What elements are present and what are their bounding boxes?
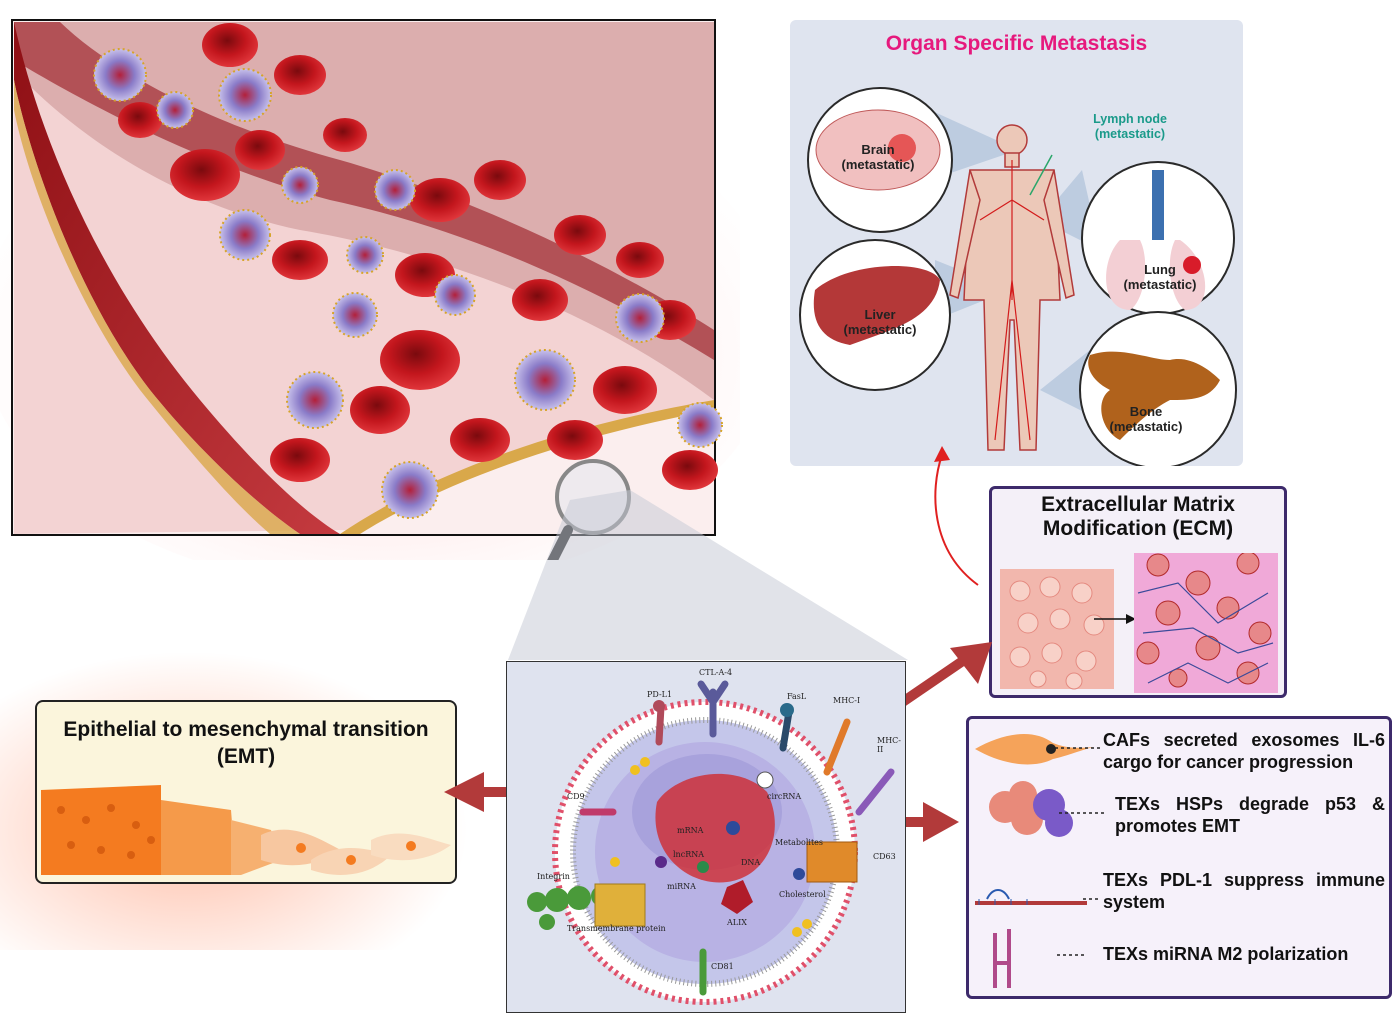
ecm-panel: Extracellular Matrix Modification (ECM): [989, 486, 1287, 698]
label-cholesterol: Cholesterol: [779, 890, 826, 899]
effect-item-caf: CAFs secreted exosomes IL-6 cargo for ca…: [1103, 730, 1385, 772]
effect-item-mirna: TEXs miRNA M2 polarization: [1103, 944, 1349, 964]
exosome-structure: [527, 680, 895, 1005]
exosome-detail-panel: CTL-A-4 PD-L1 FasL MHC-I MHC-II CD9 circ…: [506, 661, 906, 1013]
label-mhc2: MHC-II: [877, 736, 901, 754]
blood-vessel-illustration: [0, 19, 780, 630]
label-mirna: miRNA: [667, 882, 696, 891]
ecm-title: Extracellular Matrix Modification (ECM): [1041, 493, 1235, 540]
exosomes: [93, 48, 723, 519]
label-liver: Liver (metastatic): [843, 307, 917, 337]
label-integrin: Integrin: [537, 872, 570, 881]
effect-item-hsp: TEXs HSPs degrade p53 & promotes EMT: [1115, 794, 1385, 836]
label-transmembrane: Transmembrane protein: [567, 924, 666, 933]
label-lymph-node: Lymph node (metastatic): [1093, 112, 1167, 141]
label-mhc1: MHC-I: [833, 696, 861, 705]
label-lncrna: lncRNA: [673, 850, 704, 859]
label-bone: Bone (metastatic): [1109, 404, 1183, 434]
hsp-protein-icon: [989, 781, 1073, 837]
zoom-wedge: [508, 490, 908, 660]
effects-icons: [975, 734, 1093, 988]
effect-item-pdl1: TEXs PDL-1 suppress immune system: [1103, 870, 1385, 912]
blood-vessel-panel: [0, 0, 780, 630]
label-brain: Brain (metastatic): [841, 142, 915, 172]
label-lung: Lung (metastatic): [1123, 262, 1197, 292]
effects-dotted-leaders: [1055, 747, 1107, 956]
label-dna: DNA: [741, 858, 761, 867]
label-cd81: CD81: [711, 962, 734, 971]
label-circrna: circRNA: [767, 792, 802, 801]
curved-arrow-ecm-to-metastasis: [934, 446, 979, 586]
label-alix: ALIX: [727, 918, 747, 927]
effects-panel: CAFs secreted exosomes IL-6 cargo for ca…: [966, 716, 1392, 999]
pdl1-strand-icon: [975, 889, 1087, 905]
label-metabolites: Metabolites: [775, 838, 824, 847]
label-ctla4: CTL-A-4: [699, 668, 733, 677]
label-cd63: CD63: [873, 852, 896, 861]
body-illustration: [799, 87, 1237, 466]
emt-cells-illustration: [41, 785, 451, 875]
label-cd9: CD9: [567, 792, 585, 801]
mirna-receptor-icon: [993, 929, 1011, 988]
emt-title: Epithelial to mesenchymal transition (EM…: [63, 718, 429, 768]
metastasis-title: Organ Specific Metastasis: [885, 32, 1148, 55]
emt-panel: Epithelial to mesenchymal transition (EM…: [35, 700, 457, 884]
caf-cell-icon: [975, 734, 1093, 765]
metastasis-panel: Organ Specific Metastasis: [790, 20, 1243, 466]
ecm-tissue-illustration: [1000, 553, 1278, 693]
label-mrna: mRNA: [677, 826, 704, 835]
label-pdl1: PD-L1: [647, 690, 673, 699]
label-fasl: FasL: [787, 692, 807, 701]
